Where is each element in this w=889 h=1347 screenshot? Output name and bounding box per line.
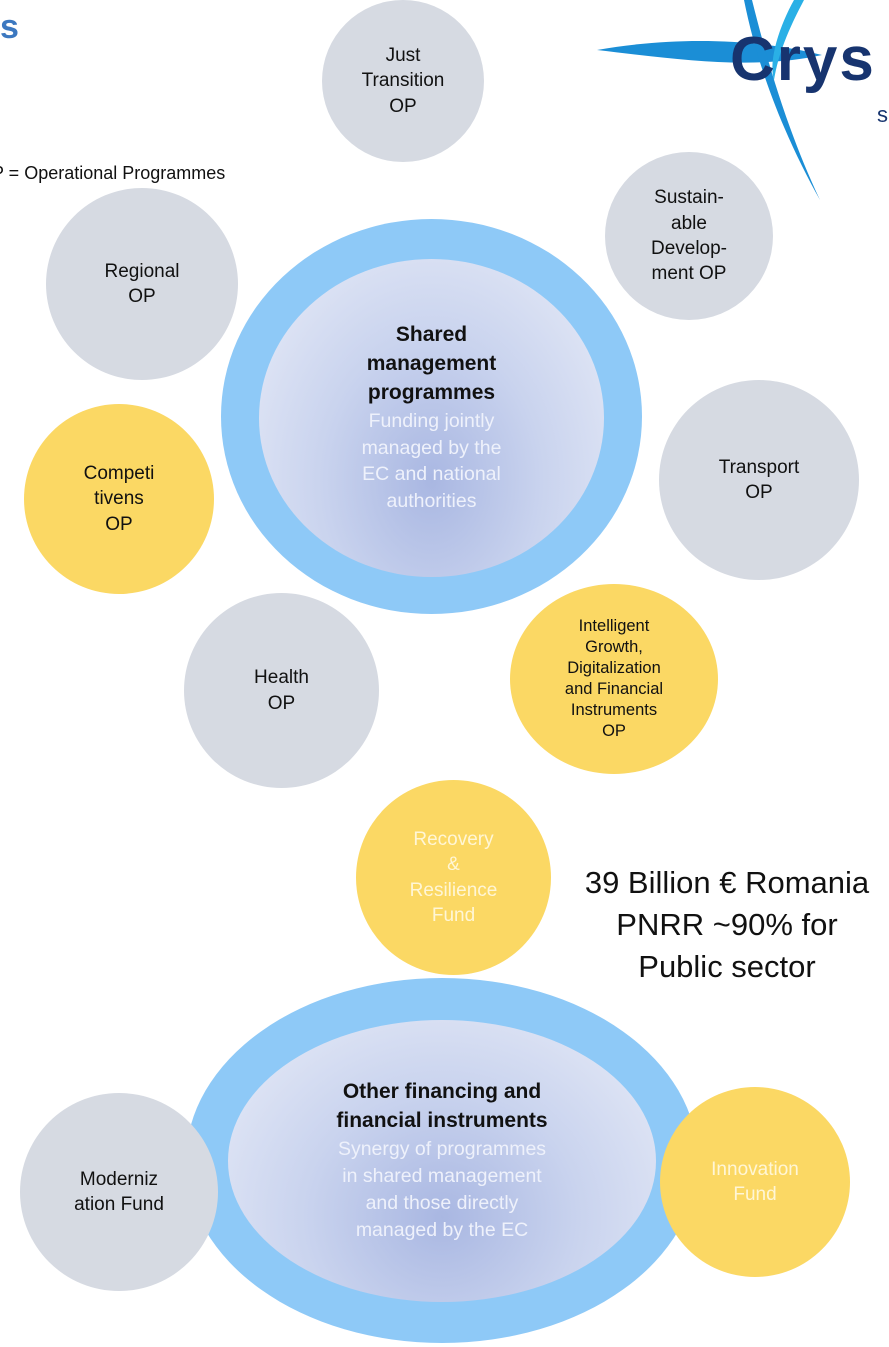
intelligent-growth-op-circle: Intelligent Growth, Digitalization and F… [510,584,718,774]
logo: Crys s [592,0,889,200]
recovery-resilience-fund-label: Recovery & Resilience Fund [409,828,498,926]
other-financing-title: Other financing and financial instrument… [336,1080,548,1133]
just-transition-op-circle: Just Transition OP [322,0,484,162]
pnrr-stat: 39 Billion € Romania PNRR ~90% for Publi… [584,865,870,984]
just-transition-op-label: Just Transition OP [361,45,445,117]
health-op-circle: Health OP [184,593,379,788]
health-op-label: Health OP [254,667,309,714]
innovation-fund-label: Innovation Fund [711,1158,799,1205]
logo-subtext: s [877,102,888,127]
transport-op-label: Transport OP [718,456,800,503]
regional-op-circle: Regional OP [46,188,238,380]
modernization-fund-label: Moderniz ation Fund [74,1168,164,1215]
recovery-resilience-fund-circle: Recovery & Resilience Fund [356,780,551,975]
shared-management-title: Shared management programmes [366,322,497,404]
sustainable-development-op-circle: Sustain- able Develop- ment OP [605,152,773,320]
other-financing-subtitle: Synergy of programmes in shared manageme… [337,1138,547,1241]
modernization-fund-circle: Moderniz ation Fund [20,1093,218,1291]
logo-text: Crys [730,25,876,94]
regional-op-label: Regional OP [104,260,180,307]
shared-management-subtitle: Funding jointly managed by the EC and na… [361,409,502,513]
page-title: s [0,8,19,46]
op-legend: P = Operational Programmes [0,163,226,183]
competitiveness-op-circle: Competi tivens OP [24,404,214,594]
sustainable-development-op-label: Sustain- able Develop- ment OP [650,187,728,285]
intelligent-growth-op-label: Intelligent Growth, Digitalization and F… [564,616,664,741]
innovation-fund-circle: Innovation Fund [660,1087,850,1277]
shared-management-core: Shared management programmes Funding joi… [259,259,604,577]
transport-op-circle: Transport OP [659,380,859,580]
logo-swoosh [597,0,822,200]
shared-management-ring: Shared management programmes Funding joi… [221,219,642,614]
competitiveness-op-label: Competi tivens OP [83,463,155,535]
other-financing-ring: Other financing and financial instrument… [186,978,698,1343]
other-financing-core: Other financing and financial instrument… [228,1020,656,1302]
